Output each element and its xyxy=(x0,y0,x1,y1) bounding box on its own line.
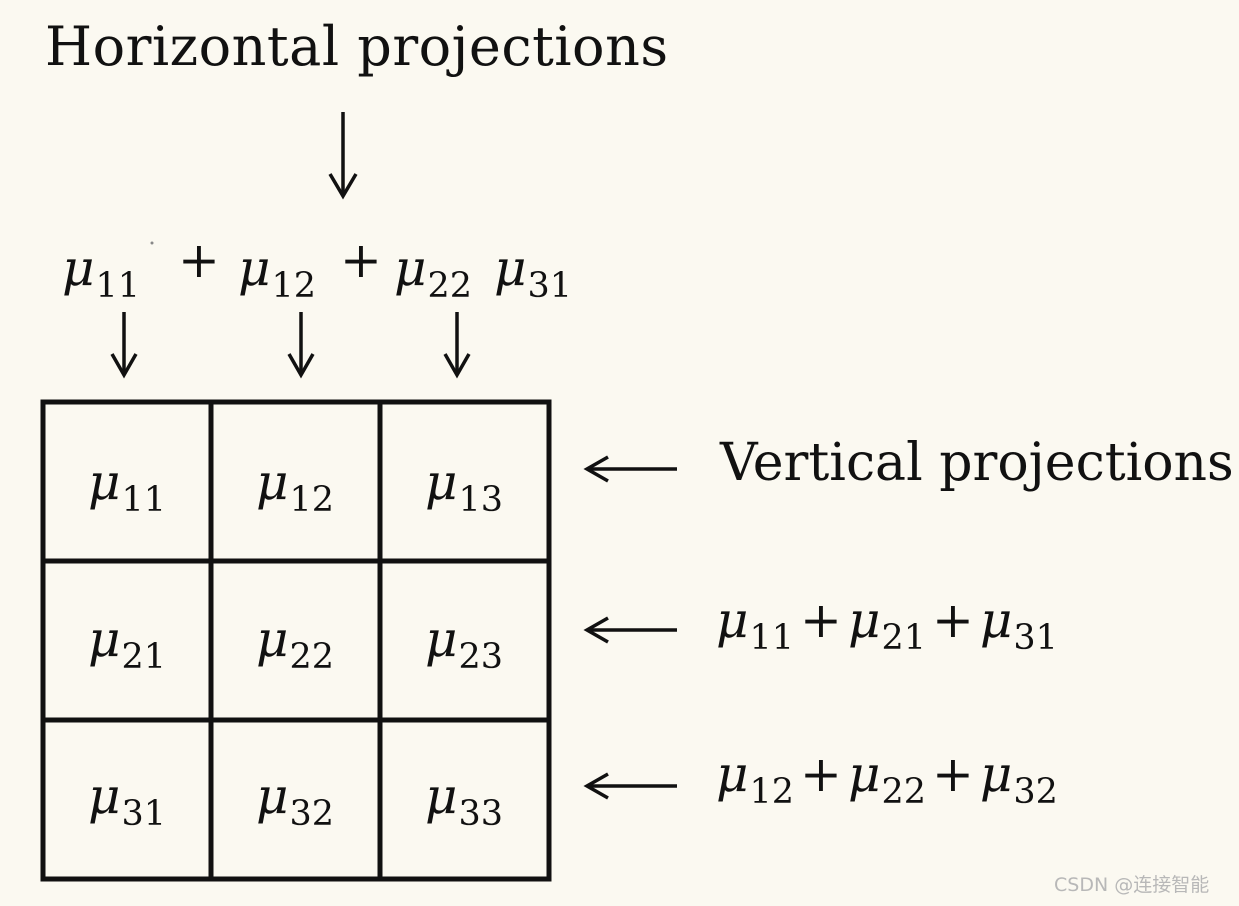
top-term-2: μ12 xyxy=(238,239,317,306)
row-2-left-arrow-icon xyxy=(583,616,677,644)
cell-3-3: μ33 xyxy=(424,767,504,834)
column-3-down-arrow-icon xyxy=(443,312,471,379)
top-expression: μ11 xyxy=(62,238,141,306)
main-down-arrow-icon xyxy=(328,112,358,200)
top-operator-2: + xyxy=(340,231,382,289)
column-1-down-arrow-icon xyxy=(110,312,138,379)
cell-2-1: μ21 xyxy=(87,610,167,677)
top-term-3: μ22 xyxy=(394,239,473,306)
vertical-projections-label: Vertical projections xyxy=(720,433,1234,493)
row-1-left-arrow-icon xyxy=(583,455,677,483)
top-term-1: μ11 xyxy=(62,239,141,306)
row-3-left-arrow-icon xyxy=(583,772,677,800)
horizontal-projections-title: Horizontal projections xyxy=(45,15,669,78)
right-sum-row-2: μ11+μ21+μ31 xyxy=(716,591,1058,658)
cell-1-3: μ13 xyxy=(424,453,504,520)
cell-3-2: μ32 xyxy=(255,767,335,834)
right-sum-row-3: μ12+μ22+μ32 xyxy=(716,745,1058,812)
cell-2-2: μ22 xyxy=(255,610,335,677)
top-operator-1: + xyxy=(178,231,220,289)
cell-2-3: μ23 xyxy=(424,610,504,677)
grid-border xyxy=(40,399,552,882)
speck-dot xyxy=(150,241,154,245)
watermark: CSDN @连接智能 xyxy=(1054,874,1210,896)
cell-1-2: μ12 xyxy=(255,453,335,520)
cell-3-1: μ31 xyxy=(87,767,167,834)
top-term-4: μ31 xyxy=(494,239,573,306)
cell-1-1: μ11 xyxy=(87,453,167,520)
column-2-down-arrow-icon xyxy=(287,312,315,379)
